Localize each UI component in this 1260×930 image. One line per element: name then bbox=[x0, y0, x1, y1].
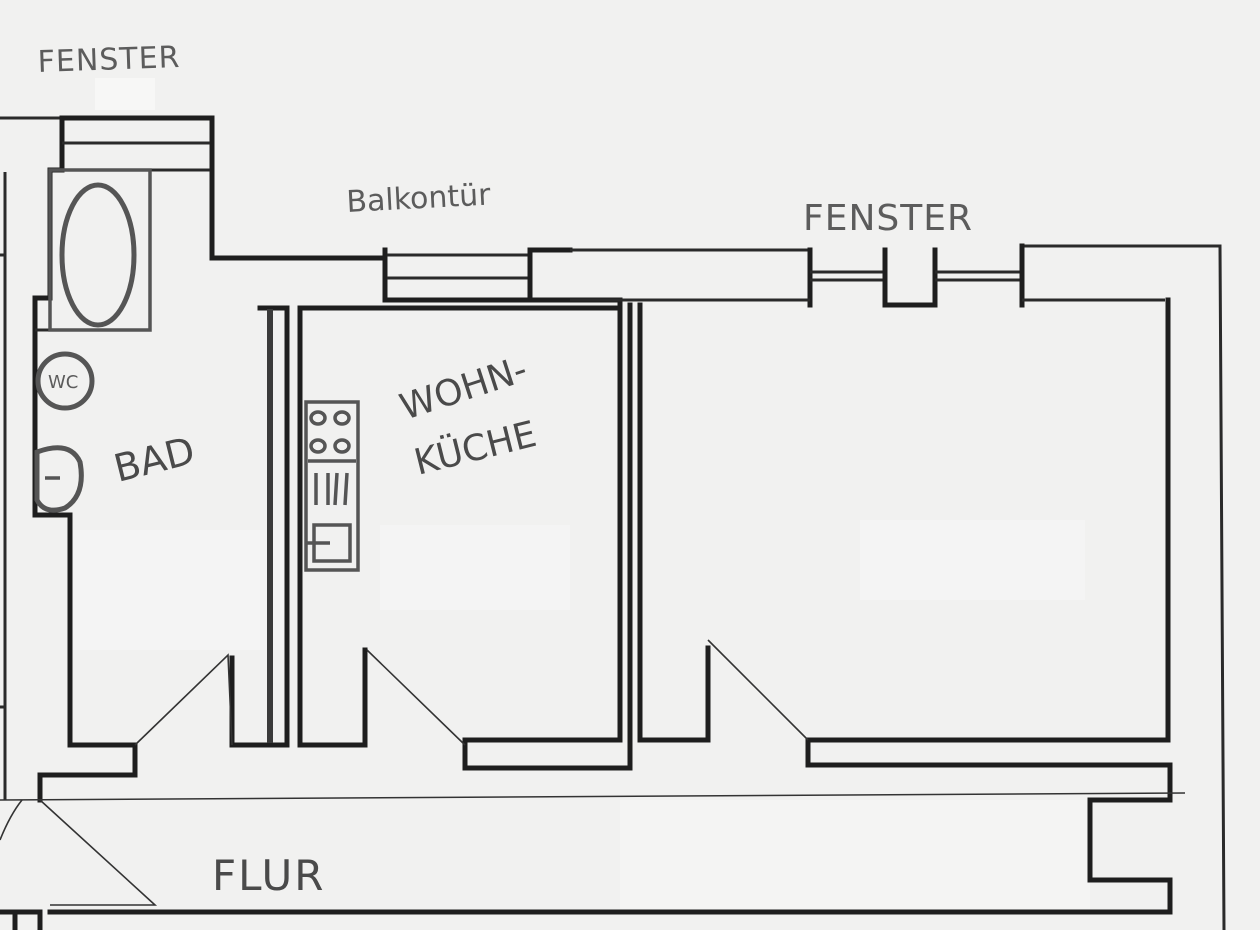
toilet-label: WC bbox=[48, 372, 78, 393]
walls bbox=[0, 115, 1226, 930]
hallway-label: FLUR bbox=[212, 851, 325, 900]
kitchen-label-line1: WOHN- bbox=[395, 349, 532, 428]
bathroom-door-swing bbox=[134, 653, 233, 746]
entrance-door-swing bbox=[39, 799, 158, 906]
sink-icon bbox=[306, 523, 352, 563]
room-door-swing bbox=[707, 639, 809, 741]
stove-icon bbox=[308, 410, 356, 463]
door-swings bbox=[0, 639, 809, 906]
bathtub-icon bbox=[48, 168, 152, 332]
drawer-unit-icon bbox=[314, 472, 349, 506]
window-label-room: FENSTER bbox=[803, 198, 973, 239]
window-label-bathroom: FENSTER bbox=[37, 40, 181, 80]
bathroom-label: BAD bbox=[110, 428, 200, 490]
kitchen-label-line2: KÜCHE bbox=[410, 413, 540, 484]
kitchen-counter bbox=[304, 400, 360, 572]
balcony-door-label: Balkontür bbox=[346, 177, 492, 220]
washbasin-icon bbox=[34, 445, 84, 513]
kitchen-door-swing bbox=[366, 649, 466, 746]
toilet-icon: WC bbox=[35, 351, 95, 411]
correction-patches bbox=[70, 78, 1090, 910]
